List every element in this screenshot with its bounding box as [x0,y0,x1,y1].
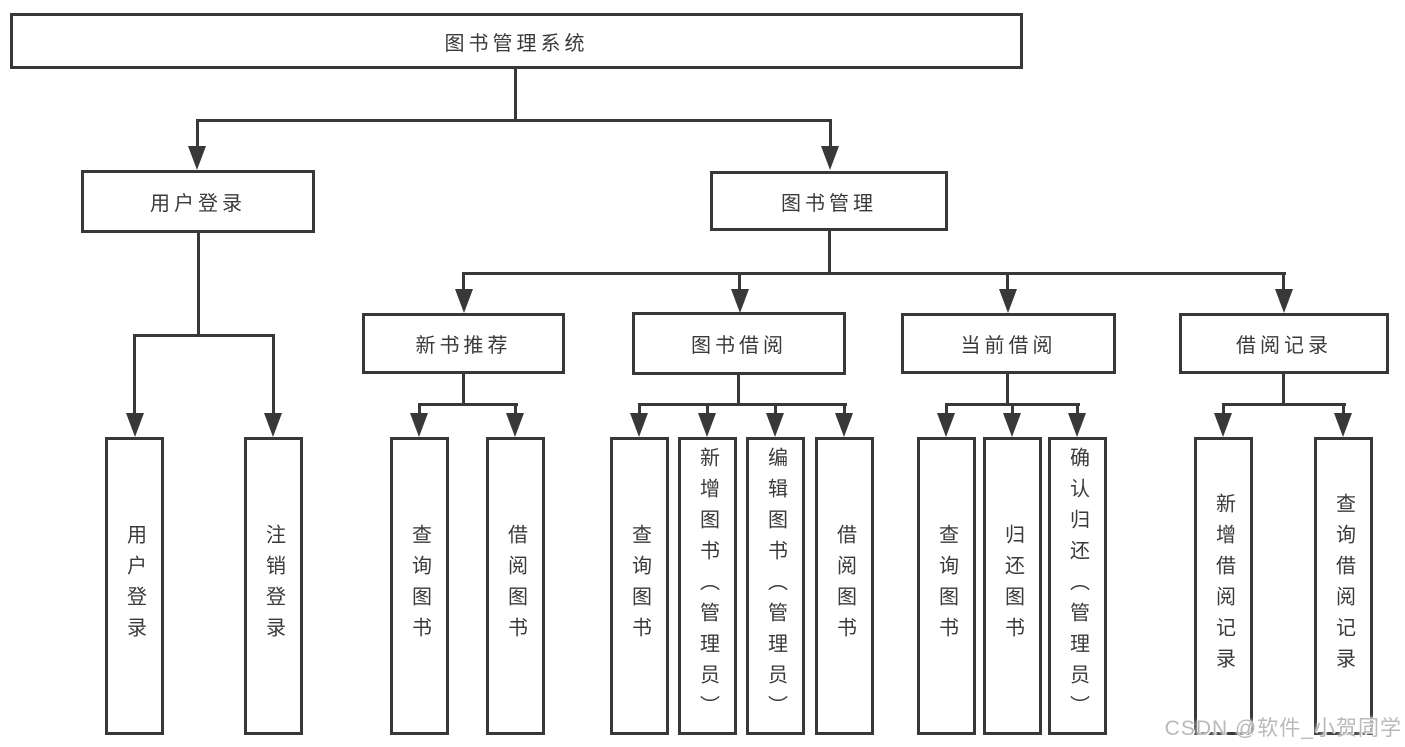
connector-to-user-login [196,119,199,149]
csdn-watermark: CSDN @软件_小贺同学 [1164,717,1402,740]
node-confirm-return-admin-label: 确认归还（管理员） [1066,446,1089,726]
arrow-down-icon [698,413,716,437]
connector-to-borrow-records [1282,272,1285,292]
connector-new-book-recommend-hline [418,403,518,406]
connector-leaf-drop [843,403,846,416]
connector-leaf-drop [1222,403,1225,416]
arrow-down-icon [1068,413,1086,437]
connector-root-hline [196,119,832,122]
node-login-label: 用户登录 [123,524,146,648]
node-login: 用户登录 [105,437,164,735]
node-borrow-records: 借阅记录 [1179,313,1389,374]
node-query-borrow-record-label: 查询借阅记录 [1332,493,1355,679]
node-user-login: 用户登录 [81,170,315,233]
connector-leaf-drop [706,403,709,416]
arrow-down-icon [1003,413,1021,437]
arrow-down-icon [821,146,839,170]
arrow-down-icon [1275,289,1293,313]
connector-user-login-stem [197,233,200,336]
connector-book-management-stem [828,231,831,275]
connector-leaf-drop [1342,403,1345,416]
node-borrow-query-books-label: 查询图书 [628,524,651,648]
arrow-down-icon [264,413,282,437]
connector-to-book-management [829,119,832,149]
node-add-borrow-record: 新增借阅记录 [1194,437,1253,735]
connector-borrow-records-hline [1222,403,1346,406]
connector-to-logout-leaf [272,334,275,415]
connector-book-borrow-hline [638,403,847,406]
connector-leaf-drop [514,403,517,416]
node-return-books: 归还图书 [983,437,1042,735]
connector-book-borrow-stem [737,375,740,406]
node-root: 图书管理系统 [10,13,1023,69]
node-add-borrow-record-label: 新增借阅记录 [1212,493,1235,679]
node-recommend-borrow-books: 借阅图书 [486,437,545,735]
arrow-down-icon [126,413,144,437]
node-root-label: 图书管理系统 [444,32,589,55]
connector-leaf-drop [638,403,641,416]
node-edit-books-admin-label: 编辑图书（管理员） [764,446,787,726]
connector-leaf-drop [945,403,948,416]
node-new-book-recommend: 新书推荐 [362,313,565,374]
arrow-down-icon [937,413,955,437]
arrow-down-icon [506,413,524,437]
node-borrow-borrow-books: 借阅图书 [815,437,874,735]
arrow-down-icon [766,413,784,437]
connector-to-book-borrow [738,272,741,292]
arrow-down-icon [630,413,648,437]
connector-root-stem [514,69,517,121]
connector-leaf-drop [774,403,777,416]
node-recommend-query-books: 查询图书 [390,437,449,735]
node-book-borrow: 图书借阅 [632,312,846,375]
connector-borrow-records-stem [1282,374,1285,406]
arrow-down-icon [731,289,749,313]
node-add-books-admin: 新增图书（管理员） [678,437,737,735]
node-new-book-recommend-label: 新书推荐 [415,335,512,357]
node-recommend-borrow-books-label: 借阅图书 [504,524,527,648]
arrow-down-icon [410,413,428,437]
connector-book-management-hline [463,272,1286,275]
node-current-query-books-label: 查询图书 [935,524,958,648]
arrow-down-icon [455,289,473,313]
node-current-query-books: 查询图书 [917,437,976,735]
node-recommend-query-books-label: 查询图书 [408,524,431,648]
node-current-borrow-label: 当前借阅 [960,335,1057,357]
node-borrow-records-label: 借阅记录 [1236,335,1332,357]
node-user-login-label: 用户登录 [150,193,246,215]
node-query-borrow-record: 查询借阅记录 [1314,437,1373,735]
connector-current-borrow-stem [1006,374,1009,406]
connector-to-current-borrow [1006,272,1009,292]
connector-new-book-recommend-stem [462,374,465,406]
node-current-borrow: 当前借阅 [901,313,1116,374]
node-borrow-query-books: 查询图书 [610,437,669,735]
node-logout-label: 注销登录 [262,524,285,648]
connector-to-login-leaf [133,334,136,415]
connector-leaf-drop [1011,403,1014,416]
node-book-management: 图书管理 [710,171,948,231]
connector-user-login-hline [133,334,275,337]
arrow-down-icon [835,413,853,437]
node-confirm-return-admin: 确认归还（管理员） [1048,437,1107,735]
arrow-down-icon [1214,413,1232,437]
node-logout: 注销登录 [244,437,303,735]
node-borrow-borrow-books-label: 借阅图书 [833,524,856,648]
arrow-down-icon [188,146,206,170]
node-book-borrow-label: 图书借阅 [691,335,787,357]
connector-leaf-drop [1076,403,1079,416]
node-add-books-admin-label: 新增图书（管理员） [696,446,719,726]
connector-leaf-drop [418,403,421,416]
node-return-books-label: 归还图书 [1001,524,1024,648]
arrow-down-icon [999,289,1017,313]
node-edit-books-admin: 编辑图书（管理员） [746,437,805,735]
node-book-management-label: 图书管理 [781,192,877,215]
arrow-down-icon [1334,413,1352,437]
connector-to-new-book-recommend [462,272,465,292]
